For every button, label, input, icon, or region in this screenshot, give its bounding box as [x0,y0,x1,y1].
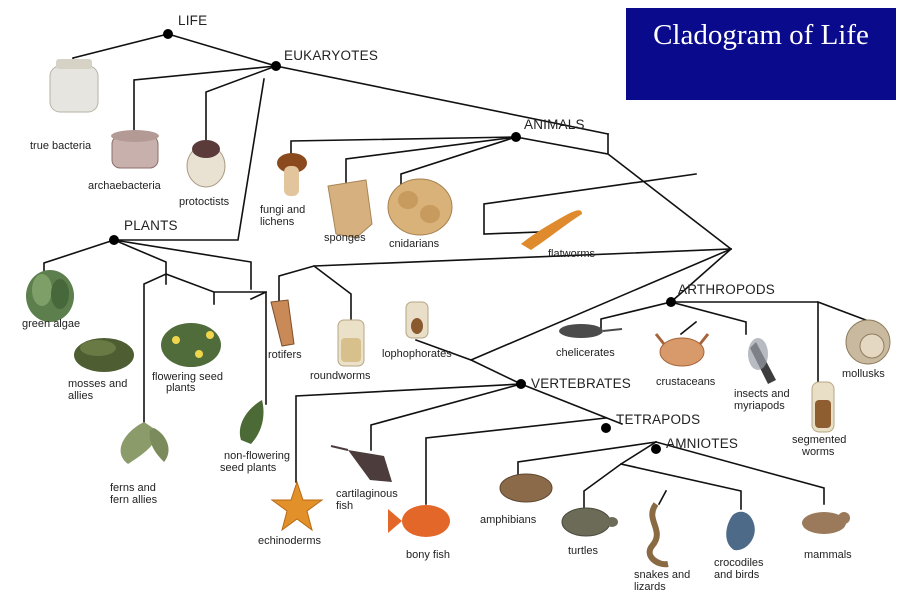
taxon-label-archaebacteria: archaebacteria [88,180,161,192]
chelicerates-icon [559,324,622,338]
roundworms-icon [338,320,364,366]
taxon-label-crustaceans: crustaceans [656,376,715,388]
taxon-label-green-algae: green algae [22,318,80,330]
crocodiles-birds-icon [726,512,755,550]
taxon-label-cartilaginous-line2: fish [336,500,353,512]
echinoderms-icon [272,482,322,530]
flowering-plants-icon [161,323,221,367]
taxon-label-lophophorates: lophophorates [382,348,452,360]
lophophorates-icon [406,302,428,338]
taxon-label-bony-fish: bony fish [406,549,450,561]
nonflowering-plants-icon [240,400,264,444]
rotifers-icon [271,300,294,346]
taxon-label-cartilaginous-line1: cartilaginous [336,488,398,500]
taxon-label-mollusks: mollusks [842,368,885,380]
taxon-label-flatworms: flatworms [548,248,595,260]
group-label-plants: PLANTS [124,218,178,233]
cnidarians-icon [388,179,452,235]
crustaceans-icon [656,334,708,366]
node-animals [511,132,521,142]
taxon-label-mosses-line1: mosses and [68,378,127,390]
mammals-icon [802,512,850,534]
protoctists-icon [187,140,225,187]
snakes-icon [650,504,668,564]
ferns-icon [121,422,169,464]
group-label-arthropods: ARTHROPODS [678,282,775,297]
taxon-label-nonflowering-line1: non-flowering [224,450,290,462]
taxon-label-mosses-line2: allies [68,390,93,402]
taxon-label-chelicerates: chelicerates [556,347,615,359]
node-life [163,29,173,39]
mosses-icon [74,338,134,372]
taxon-label-snakes-line1: snakes and [634,569,690,581]
branch-sponges [346,137,516,182]
taxon-label-true-bacteria: true bacteria [30,140,91,152]
branch-amphibians [518,442,656,474]
node-tetrapods [601,423,611,433]
mollusks-icon [846,320,890,364]
true-bacteria-icon [50,59,98,112]
taxon-label-mammals: mammals [804,549,852,561]
branch-arthropods [601,302,746,334]
taxon-label-nonflowering-line2: seed plants [220,462,276,474]
taxon-label-flowering-line2: plants [166,382,195,394]
slide-title: Cladogram of Life [653,19,869,51]
turtles-icon [562,508,618,536]
branch-archaebacteria [134,66,276,136]
taxon-label-rotifers: rotifers [268,349,302,361]
flatworms-icon [521,210,582,250]
group-label-eukaryotes: EUKARYOTES [284,48,378,63]
node-eukaryotes [271,61,281,71]
taxon-label-segmented-line2: worms [802,446,834,458]
branch-amniotes [656,442,824,504]
slide-title-box: Cladogram of Life [626,8,896,100]
sponges-icon [328,180,372,238]
taxon-label-protoctists: protoctists [179,196,229,208]
branch-rotifers [279,249,731,324]
group-label-vertebrates: VERTEBRATES [531,376,631,391]
taxon-label-segmented-line1: segmented [792,434,846,446]
branch-cartilaginous [371,384,521,450]
taxon-label-amphibians: amphibians [480,514,536,526]
taxon-label-crocodiles-line1: crocodiles [714,557,764,569]
taxon-label-fungi-line2: lichens [260,216,294,228]
branch-eukaryotes [206,66,608,144]
group-label-animals: ANIMALS [524,117,585,132]
branch-life [73,34,276,66]
group-label-tetrapods: TETRAPODS [616,412,700,427]
taxon-label-echinoderms: echinoderms [258,535,321,547]
taxon-label-crocodiles-line2: and birds [714,569,759,581]
insects-icon [748,338,776,384]
taxon-label-fungi-line1: fungi and [260,204,305,216]
taxon-label-ferns-line1: ferns and [110,482,156,494]
taxon-label-turtles: turtles [568,545,598,557]
taxon-label-snakes-line2: lizards [634,581,666,593]
node-amniotes [651,444,661,454]
archaebacteria-icon [111,130,159,168]
taxon-label-insects-line1: insects and [734,388,790,400]
taxon-label-sponges: sponges [324,232,366,244]
bony-fish-icon [388,505,450,537]
branch-bilateria [671,249,871,389]
taxon-label-roundworms: roundworms [310,370,371,382]
branch-reptiles [584,442,741,509]
node-vertebrates [516,379,526,389]
cartilaginous-fish-icon [331,446,392,482]
segmented-worms-icon [812,382,834,432]
fungi-icon [277,153,307,196]
amphibians-icon [500,474,552,502]
green-algae-icon [26,270,74,322]
group-label-amniotes: AMNIOTES [666,436,738,451]
taxon-label-insects-line2: myriapods [734,400,785,412]
branch-flatworms [484,174,696,234]
taxon-label-ferns-line2: fern allies [110,494,157,506]
branch-green-algae [44,240,114,274]
node-plants [109,235,119,245]
node-arthropods [666,297,676,307]
taxon-label-cnidarians: cnidarians [389,238,439,250]
group-label-life: LIFE [178,13,207,28]
